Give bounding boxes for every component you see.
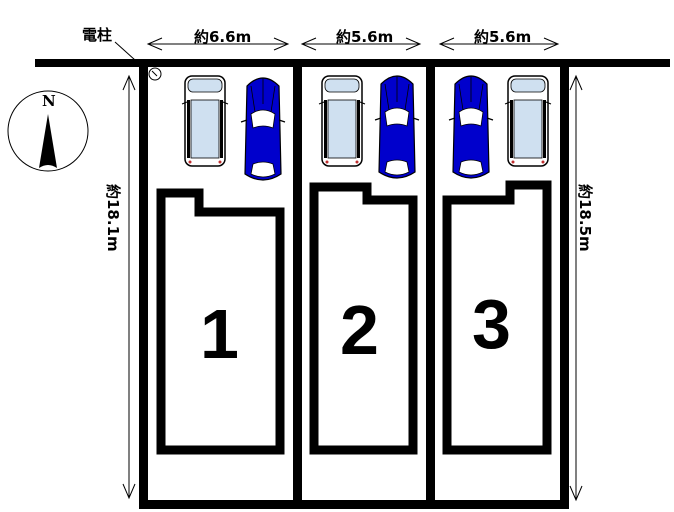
car-van-lot2 [318, 75, 366, 167]
depth-label-left: 約18.1m [104, 184, 122, 252]
north-arrow-icon [39, 114, 57, 168]
property-boundary [139, 59, 569, 509]
house-footprint-1 [156, 188, 285, 455]
lot-number-1: 1 [200, 295, 239, 373]
road-frontage-line [35, 59, 670, 67]
frontage-label-3: 約5.6m [474, 28, 531, 46]
car-sedan-lot1 [240, 77, 286, 181]
utility-pole-leader [114, 41, 136, 61]
frontage-dimension-1: 約6.6m [146, 28, 290, 51]
car-van-lot3 [504, 75, 552, 167]
depth-dimension-right: 約18.5m [569, 74, 599, 502]
depth-dimension-left: 約18.1m [104, 74, 136, 500]
lot-number-3: 3 [472, 285, 511, 363]
depth-label-right: 約18.5m [576, 184, 594, 252]
frontage-dimension-2: 約5.6m [300, 28, 422, 51]
utility-pole-label: 電柱 [82, 26, 112, 44]
frontage-label-2: 約5.6m [336, 28, 393, 46]
house-footprint-3 [442, 180, 552, 455]
frontage-label-1: 約6.6m [194, 28, 251, 46]
car-sedan-lot2 [374, 75, 420, 179]
frontage-dimension-3: 約5.6m [438, 28, 560, 51]
lot-number-2: 2 [340, 291, 379, 369]
north-compass: N [7, 90, 89, 172]
car-van-lot1 [181, 75, 229, 167]
north-label: N [42, 92, 56, 110]
house-footprint-2 [309, 182, 418, 455]
utility-pole-icon [148, 67, 162, 81]
car-sedan-lot3 [448, 75, 494, 179]
